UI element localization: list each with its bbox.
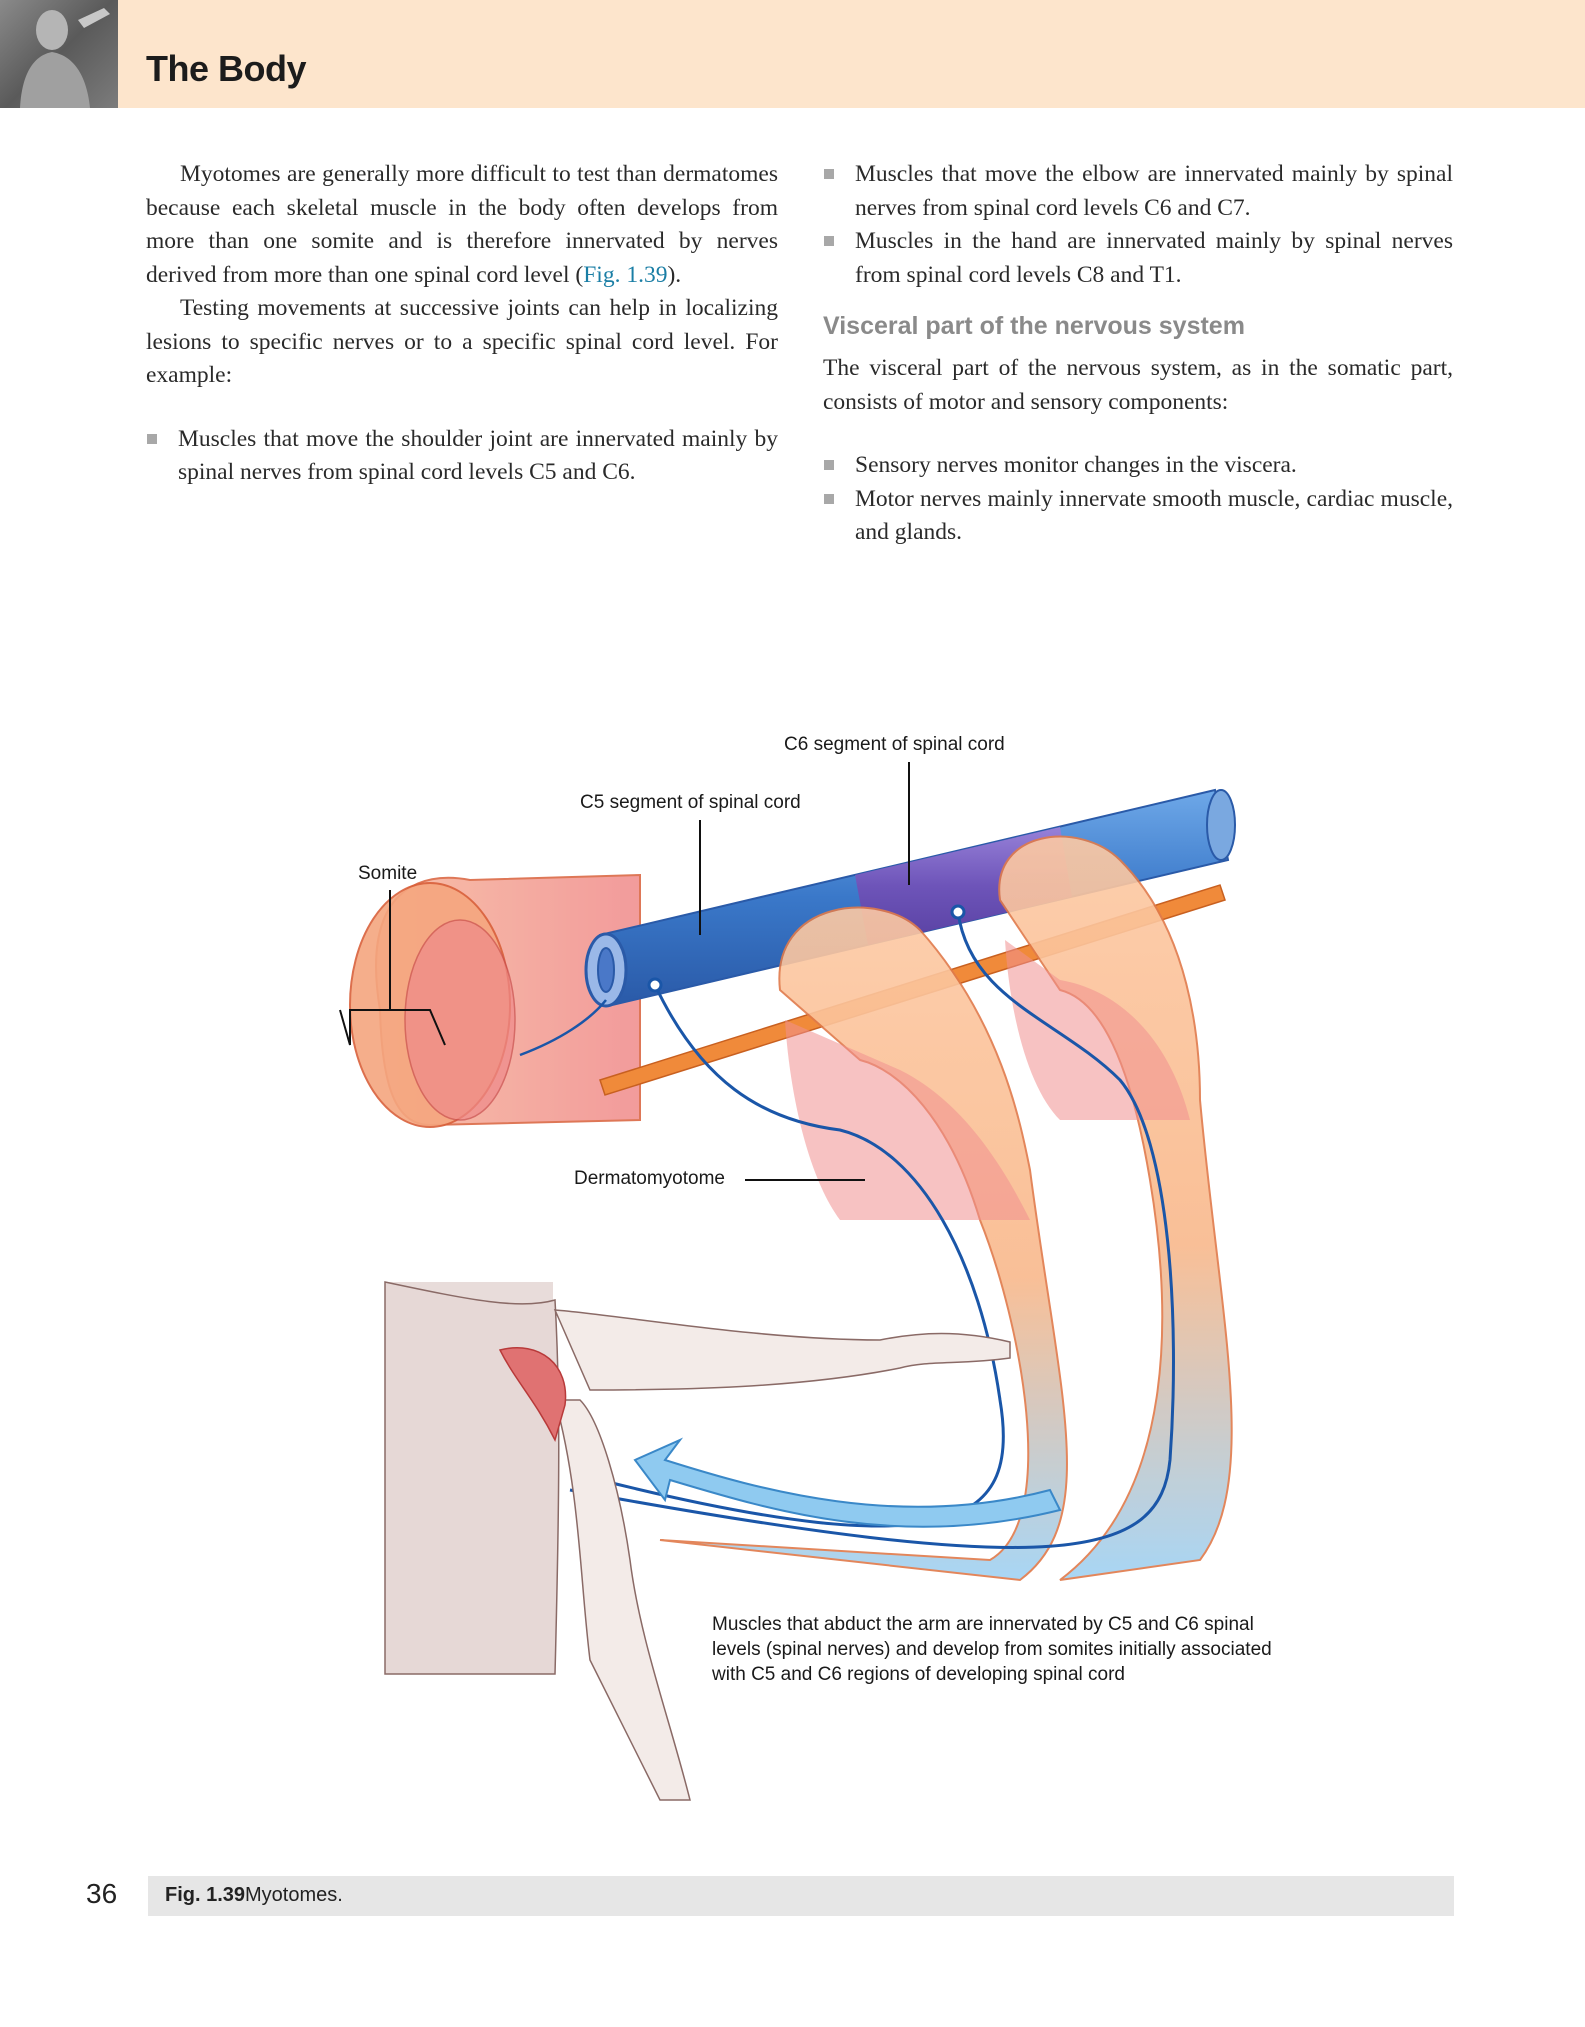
page-number: 36 <box>86 1878 118 1909</box>
page-header-title: The Body <box>146 48 307 89</box>
figure-illustration <box>349 788 1236 1801</box>
leader-lines <box>339 762 910 1181</box>
header-bar: The Body <box>0 0 1585 108</box>
header-thumbnail-image <box>0 0 118 108</box>
figure-myotomes: C6 segment of spinal cord C5 segment of … <box>0 700 1585 1870</box>
right-column: Muscles that move the elbow are innervat… <box>823 158 1453 550</box>
figure-note: Muscles that abduct the arm are innervat… <box>712 1614 1272 1685</box>
right-bullet-list-bottom: Sensory nerves monitor changes in the vi… <box>823 449 1453 550</box>
bullet-hand: Muscles in the hand are innervated mainl… <box>823 225 1453 292</box>
paragraph-myotomes: Myotomes are generally more difficult to… <box>146 161 778 288</box>
label-somite: Somite <box>358 863 418 884</box>
paragraph-visceral: The visceral part of the nervous system,… <box>823 355 1453 415</box>
body-figure <box>384 1281 1011 1801</box>
caption-label: Fig. 1.39 <box>165 1884 246 1906</box>
label-dermatomyotome: Dermatomyotome <box>574 1168 725 1189</box>
bullet-shoulder: Muscles that move the shoulder joint are… <box>146 423 778 490</box>
label-c5-segment: C5 segment of spinal cord <box>580 792 801 813</box>
caption-text: Myotomes. <box>245 1884 343 1906</box>
bullet-elbow: Muscles that move the elbow are innervat… <box>823 158 1453 225</box>
section-heading: Visceral part of the nervous system <box>823 312 1245 340</box>
bullet-motor: Motor nerves mainly innervate smooth mus… <box>823 483 1453 550</box>
bullet-sensory: Sensory nerves monitor changes in the vi… <box>823 449 1453 483</box>
right-bullet-list-top: Muscles that move the elbow are innervat… <box>823 158 1453 292</box>
paragraph-testing: Testing movements at successive joints c… <box>146 295 778 388</box>
figure-link[interactable]: Fig. 1.39 <box>583 261 668 288</box>
label-c6-segment: C6 segment of spinal cord <box>784 734 1005 755</box>
figure-caption: Fig. 1.39 Myotomes. <box>148 1876 1454 1916</box>
left-column: Myotomes are generally more difficult to… <box>146 158 778 490</box>
return-arrow <box>633 1437 1062 1528</box>
left-bullet-list: Muscles that move the shoulder joint are… <box>146 423 778 490</box>
